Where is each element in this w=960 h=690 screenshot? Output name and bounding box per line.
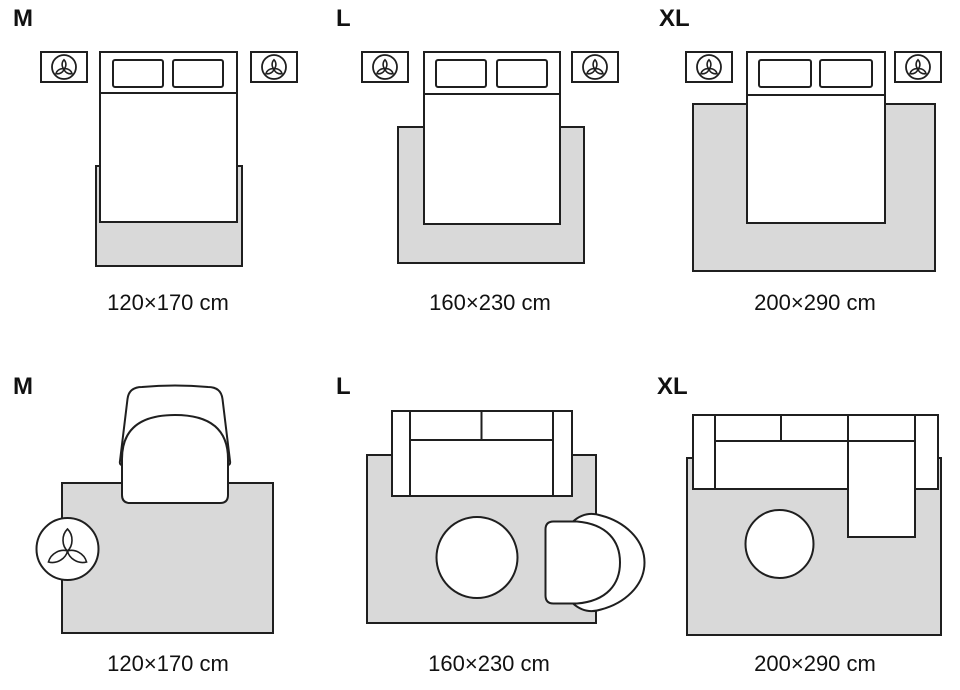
size-caption-living-l: 160×230 cm [428, 651, 550, 676]
size-caption-living-xl: 200×290 cm [754, 651, 876, 676]
size-caption-living-m: 120×170 cm [107, 651, 229, 676]
panel-label-bedroom-m: M [13, 5, 33, 32]
panel-living-xl [686, 414, 942, 636]
panel-bedroom-l [362, 51, 618, 264]
panel-label-bedroom-xl: XL [659, 5, 690, 32]
nightstand-left [362, 52, 408, 82]
pouf [435, 516, 519, 599]
pillow-right [496, 59, 548, 88]
sectional-sofa [692, 414, 939, 538]
pillow-left [435, 59, 487, 88]
size-caption-bedroom-l: 160×230 cm [429, 290, 551, 315]
panel-bedroom-m [41, 51, 297, 267]
panel-label-living-m: M [13, 373, 33, 400]
size-caption-bedroom-xl: 200×290 cm [754, 290, 876, 315]
panel-bedroom-xl [686, 51, 941, 272]
panel-living-m [35, 384, 274, 634]
nightstand-left [686, 52, 732, 82]
pouf [744, 509, 815, 579]
panel-living-l [366, 410, 646, 624]
nightstand-right [895, 52, 941, 82]
nightstand-left [41, 52, 87, 82]
panel-label-living-xl: XL [657, 373, 688, 400]
panel-label-bedroom-l: L [336, 5, 351, 32]
nightstand-right [572, 52, 618, 82]
armchair-seat [544, 520, 621, 605]
pillow-right [172, 59, 224, 88]
panel-label-living-l: L [336, 373, 351, 400]
pillow-right [819, 59, 873, 88]
armchair [118, 384, 232, 504]
size-caption-bedroom-m: 120×170 cm [107, 290, 229, 315]
nightstand-right [251, 52, 297, 82]
pillow-left [758, 59, 812, 88]
sofa [391, 410, 573, 497]
pillow-left [112, 59, 164, 88]
armchair [544, 512, 646, 613]
